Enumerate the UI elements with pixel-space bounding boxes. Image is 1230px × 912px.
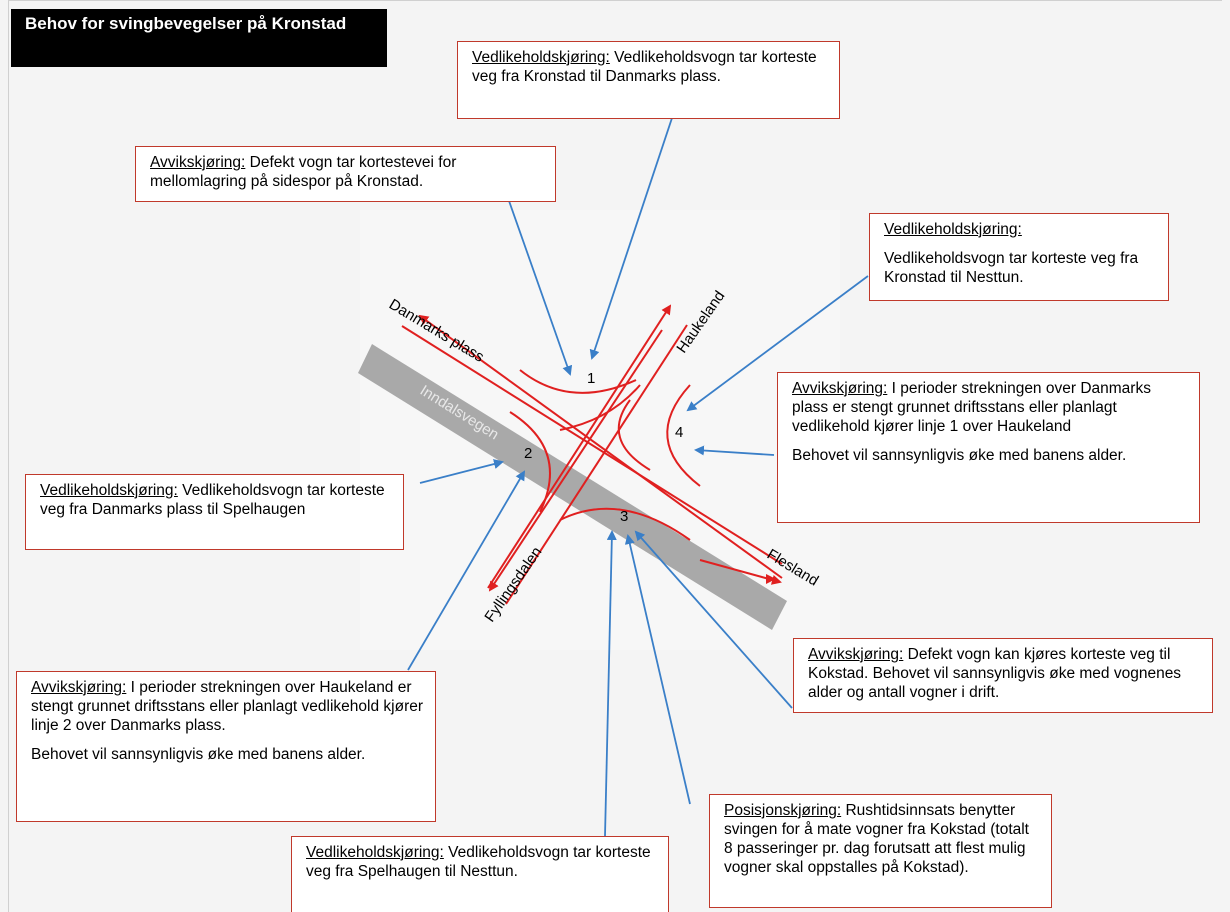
callout-heading: Avvikskjøring:	[808, 646, 904, 663]
curve-1	[519, 369, 637, 394]
callout-text: Defekt vogn tar kortestevei for mellomla…	[150, 154, 457, 190]
diagram-background	[360, 210, 840, 650]
point-3: 3	[620, 508, 628, 525]
callout-text: I perioder strekningen over Danmarks pla…	[792, 380, 1151, 435]
callout-lower-left: Avvikskjøring: I perioder strekningen ov…	[16, 671, 436, 822]
callout-bottom-right: Posisjonskjøring: Rushtidsinnsats benytt…	[709, 794, 1052, 908]
callout-text-2: Behovet vil sannsynligvis øke med banens…	[31, 746, 366, 763]
callout-text: Vedlikeholdsvogn tar korteste veg fra Sp…	[306, 844, 651, 880]
page-title: Behov for svingbevegelser på Kronstad	[11, 9, 387, 67]
callout-bottom: Vedlikeholdskjøring: Vedlikeholdsvogn ta…	[291, 836, 669, 912]
callout-text-2: Behovet vil sannsynligvis øke med banens…	[792, 447, 1127, 464]
callout-lower-right: Avvikskjøring: Defekt vogn kan kjøres ko…	[793, 638, 1213, 713]
callout-heading: Avvikskjøring:	[150, 154, 246, 171]
callout-text: Rushtidsinnsats benytter svingen for å m…	[724, 802, 1029, 876]
arrow-left	[419, 459, 504, 484]
callout-heading: Vedlikeholdskjøring:	[306, 844, 444, 861]
callout-top: Vedlikeholdskjøring: Vedlikeholdsvogn ta…	[457, 41, 840, 119]
track-lines	[401, 304, 783, 605]
point-4: 4	[675, 424, 683, 441]
callout-text: I perioder strekningen over Haukeland er…	[31, 679, 424, 734]
callout-heading: Avvikskjøring:	[792, 380, 888, 397]
callout-heading: Vedlikeholdskjøring:	[884, 221, 1022, 238]
curve-2	[509, 411, 551, 513]
callout-heading: Vedlikeholdskjøring:	[40, 482, 178, 499]
curve-4	[666, 384, 701, 487]
curve-5	[617, 399, 651, 471]
curve-6	[559, 384, 641, 431]
frame-left	[8, 0, 9, 912]
arrow-right	[694, 445, 775, 456]
track-cross-b	[487, 304, 672, 589]
track-main-a	[401, 325, 783, 565]
point-2: 2	[524, 445, 532, 462]
callout-heading: Posisjonskjøring:	[724, 802, 842, 819]
curve-3	[559, 507, 691, 541]
track-flesland	[699, 559, 782, 585]
track-main-b	[418, 314, 783, 579]
road-inndalsvegen	[358, 344, 787, 630]
arrow-lower-right	[634, 530, 793, 709]
frame-top	[8, 0, 1222, 1]
arrow-top	[589, 117, 673, 360]
arrow-upper-right	[686, 275, 869, 412]
pointer-arrows	[407, 117, 869, 837]
track-cross-a	[505, 324, 688, 605]
point-1: 1	[587, 370, 595, 387]
callout-upper-right: Vedlikeholdskjøring: Vedlikeholdsvogn ta…	[869, 213, 1169, 301]
callout-left: Vedlikeholdskjøring: Vedlikeholdsvogn ta…	[25, 474, 404, 550]
callout-text: Vedlikeholdsvogn tar korteste veg fra Kr…	[472, 49, 817, 85]
arrow-lower-left	[407, 470, 526, 671]
callout-right: Avvikskjøring: I perioder strekningen ov…	[777, 372, 1200, 523]
arrow-upper-left	[507, 197, 573, 376]
callout-heading: Avvikskjøring:	[31, 679, 127, 696]
arrow-bottom-right	[624, 534, 691, 805]
callout-text: Vedlikeholdsvogn tar korteste veg fra Da…	[40, 482, 385, 518]
arrow-bottom	[604, 530, 617, 837]
callout-upper-left: Avvikskjøring: Defekt vogn tar kortestev…	[135, 146, 556, 202]
callout-text: Defekt vogn kan kjøres korteste veg til …	[808, 646, 1182, 701]
callout-text: Vedlikeholdsvogn tar korteste veg fra Kr…	[884, 250, 1139, 286]
callout-heading: Vedlikeholdskjøring:	[472, 49, 610, 66]
track-cross-c	[488, 329, 663, 592]
